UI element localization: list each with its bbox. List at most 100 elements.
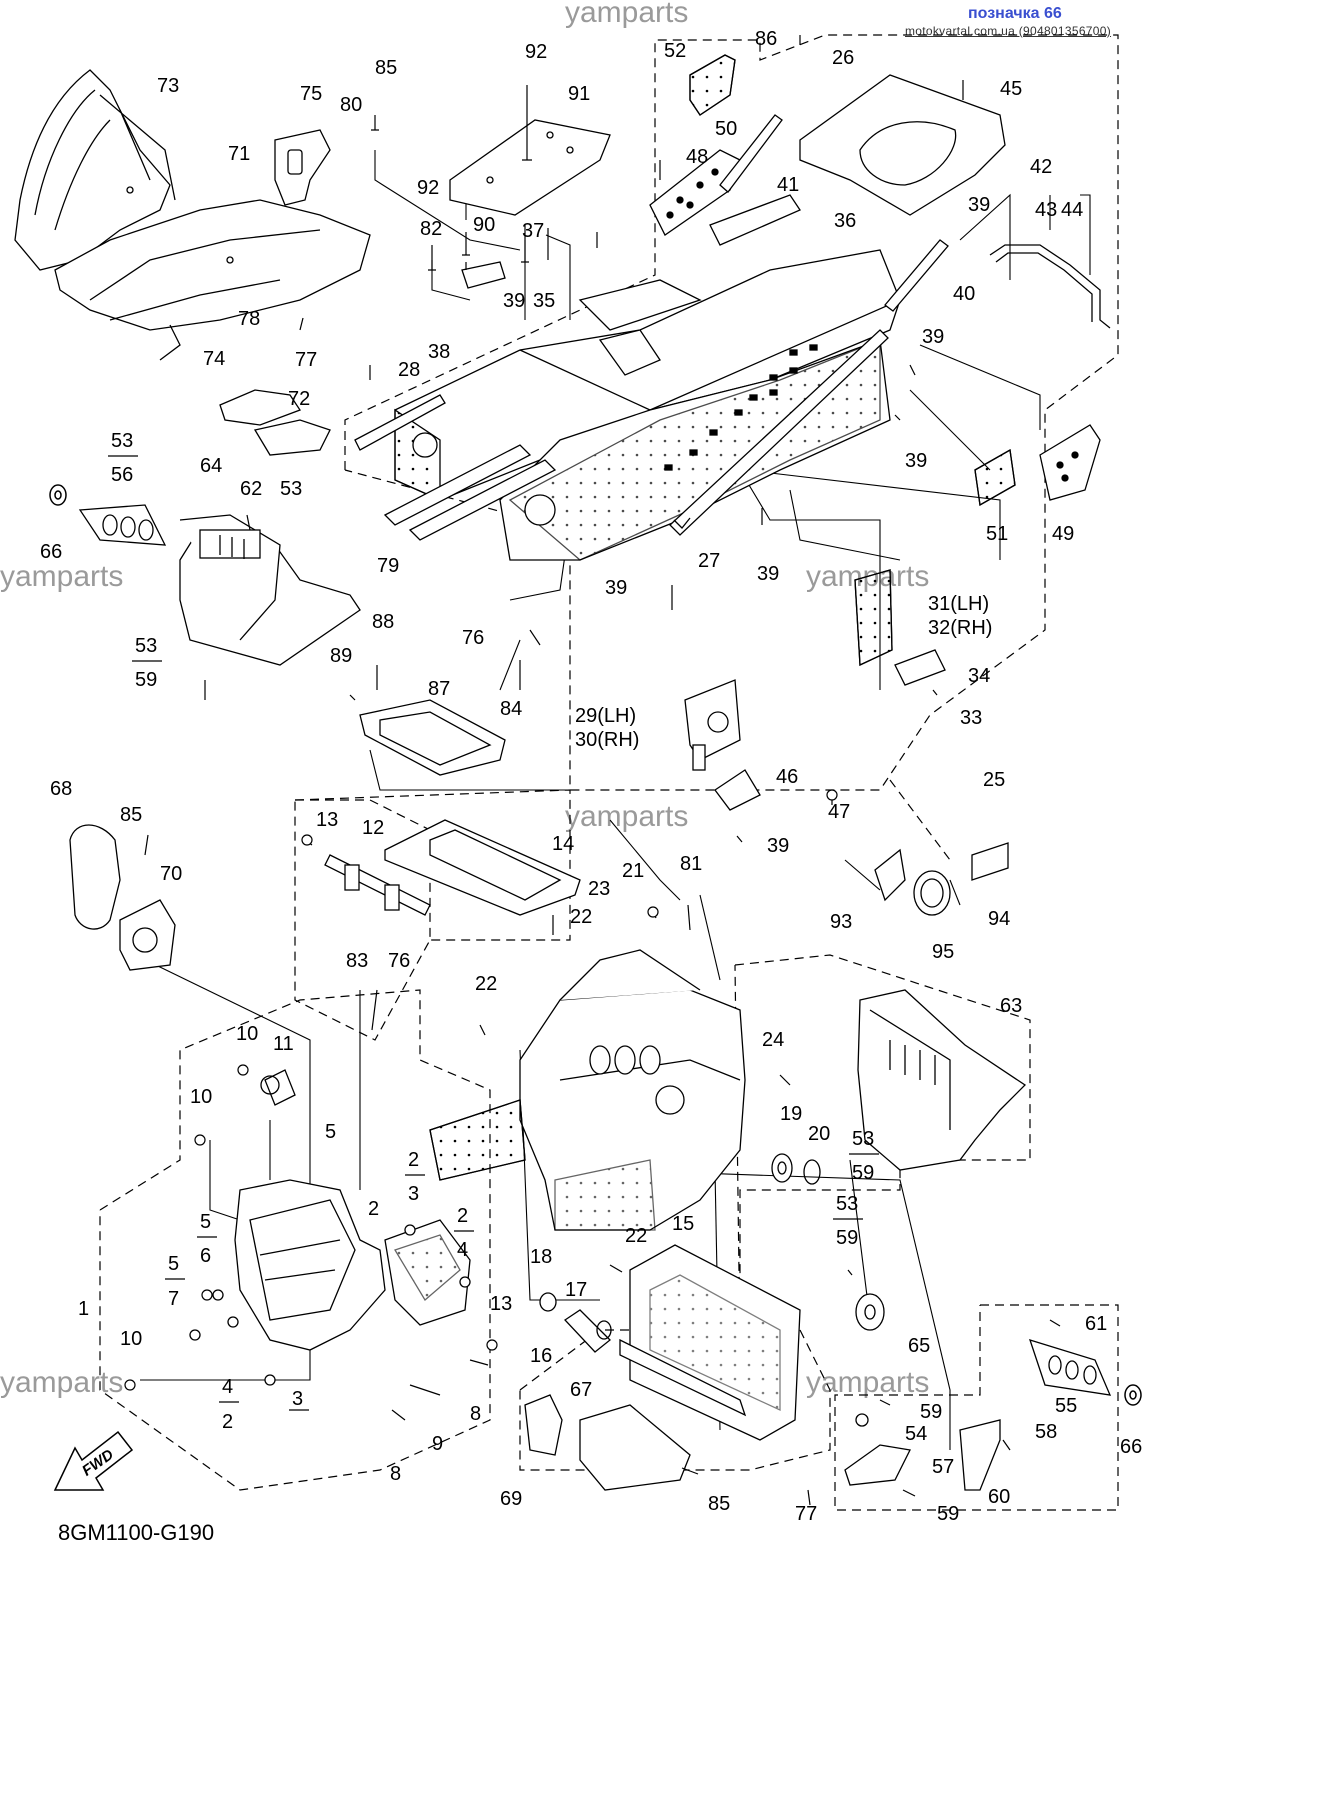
- callout-53: 53: [280, 478, 302, 500]
- part-19-bearing: [771, 1153, 793, 1183]
- group-53-outline: [834, 1304, 1119, 1511]
- callout-48: 48: [686, 146, 708, 168]
- part-71-73-front-cowl: [14, 69, 371, 361]
- callout-82: 82: [420, 218, 442, 240]
- fwd-arrow: FWD: [53, 1430, 134, 1491]
- callout-labels: 1 2 2 2 2 3 3 4 4 5 5 5 6 7 8 8 9 10 10 …: [40, 28, 1142, 1525]
- group-14-outline: [294, 789, 571, 941]
- part-58-bracket: [959, 1419, 1001, 1491]
- callout-58: 58: [1035, 1421, 1057, 1443]
- callout-39: 39: [605, 577, 627, 599]
- callout-66: 66: [1120, 1436, 1142, 1458]
- callout-27: 27: [698, 550, 720, 572]
- callout-85: 85: [708, 1493, 730, 1515]
- part-18-cap: [539, 1292, 557, 1312]
- callout-28: 28: [398, 359, 420, 381]
- callout-66: 66: [40, 541, 62, 563]
- callout-37: 37: [522, 220, 544, 242]
- callout-22: 22: [625, 1225, 647, 1247]
- fraction-bars: [108, 455, 879, 1411]
- callout-24: 24: [762, 1029, 784, 1051]
- part-34-plate: [894, 649, 946, 686]
- callout-17: 17: [565, 1279, 587, 1301]
- callout-4: 4: [457, 1239, 468, 1261]
- callout-65: 65: [908, 1335, 930, 1357]
- part-57-bracket: [844, 1444, 911, 1486]
- callout-22: 22: [570, 906, 592, 928]
- part-95-ring: [913, 870, 951, 916]
- callout-44: 44: [1061, 199, 1083, 221]
- callout-93: 93: [830, 911, 852, 933]
- callout-3: 3: [408, 1183, 419, 1205]
- part-17-clamp: [596, 1320, 612, 1340]
- callout-76: 76: [462, 627, 484, 649]
- part-56-damper: [78, 504, 167, 546]
- callout-10: 10: [190, 1086, 212, 1108]
- callout-2: 2: [368, 1198, 379, 1220]
- callout-59: 59: [836, 1227, 858, 1249]
- callout-22: 22: [475, 973, 497, 995]
- callout-7: 7: [168, 1288, 179, 1310]
- part-12-shaft: [324, 854, 431, 916]
- callout-54: 54: [905, 1423, 927, 1445]
- part-14-tray: [384, 819, 581, 916]
- part-55-damper: [1028, 1339, 1112, 1396]
- callout-49: 49: [1052, 523, 1074, 545]
- callout-26: 26: [832, 47, 854, 69]
- callout-39: 39: [503, 290, 525, 312]
- part-65-hub: [855, 1293, 885, 1331]
- part-52-plate: [689, 54, 736, 116]
- callout-33: 33: [960, 707, 982, 729]
- part-90-plate: [461, 261, 506, 289]
- callout-16: 16: [530, 1345, 552, 1367]
- callout-85: 85: [120, 804, 142, 826]
- callout-45: 45: [1000, 78, 1022, 100]
- callout-11: 11: [273, 1033, 294, 1055]
- part-69-cover: [524, 1394, 563, 1456]
- callout-21: 21: [622, 860, 644, 882]
- part-66-bushing: [49, 484, 1142, 1406]
- callout-5: 5: [325, 1121, 336, 1143]
- callout-6: 6: [200, 1245, 211, 1267]
- callout-51: 51: [986, 523, 1008, 545]
- part-46-plate: [714, 769, 761, 811]
- callout-18: 18: [530, 1246, 552, 1268]
- callout-88: 88: [372, 611, 394, 633]
- part-51-plate: [974, 448, 1016, 507]
- callout-32-rh: 32(RH): [928, 617, 992, 639]
- watermark: yamparts: [0, 1366, 124, 1399]
- part-40-bracket: [884, 239, 949, 312]
- callout-43: 43: [1035, 199, 1057, 221]
- callout-52: 52: [664, 40, 686, 62]
- callout-92: 92: [417, 177, 439, 199]
- callout-53: 53: [135, 635, 157, 657]
- callout-92: 92: [525, 41, 547, 63]
- callout-85: 85: [375, 57, 397, 79]
- part-91-top-plate: [449, 119, 611, 216]
- callout-75: 75: [300, 83, 322, 105]
- callout-34: 34: [968, 665, 990, 687]
- part-94-label: [971, 842, 1009, 881]
- part-15-radiator: [619, 1244, 801, 1441]
- callout-60: 60: [988, 1486, 1010, 1508]
- part-64-heat-exchanger: [179, 514, 361, 666]
- part-16-tube: [564, 1309, 611, 1353]
- callout-39: 39: [767, 835, 789, 857]
- group-1-outline: [99, 989, 491, 1491]
- callout-59: 59: [937, 1503, 959, 1525]
- callout-23: 23: [588, 878, 610, 900]
- callout-47: 47: [828, 801, 850, 823]
- callout-80: 80: [340, 94, 362, 116]
- callout-39: 39: [968, 194, 990, 216]
- fasteners: [124, 35, 1061, 1506]
- part-50-plate: [649, 149, 741, 236]
- callout-77: 77: [295, 349, 317, 371]
- callout-76: 76: [388, 950, 410, 972]
- callout-83: 83: [346, 950, 368, 972]
- callout-42: 42: [1030, 156, 1052, 178]
- callout-8: 8: [470, 1403, 481, 1425]
- callout-57: 57: [932, 1456, 954, 1478]
- callout-41: 41: [777, 174, 799, 196]
- callout-53: 53: [111, 430, 133, 452]
